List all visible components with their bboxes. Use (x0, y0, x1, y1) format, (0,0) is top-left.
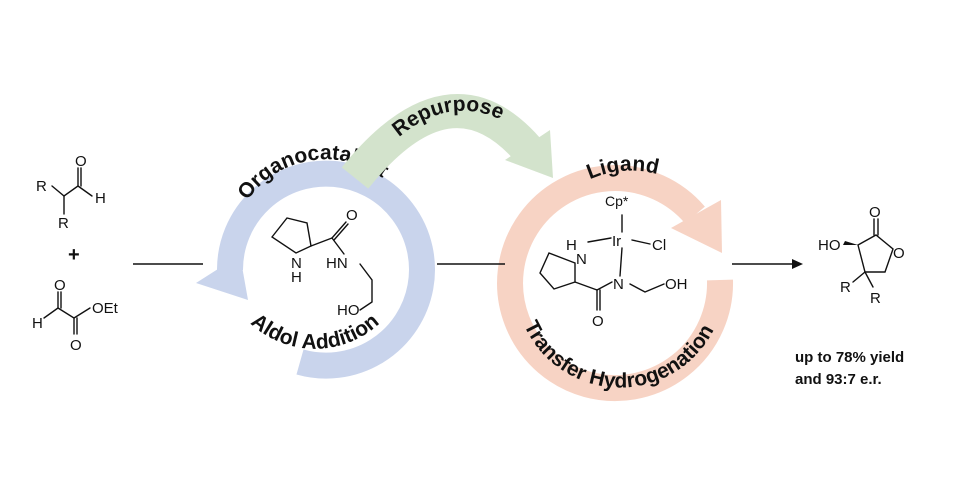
product-r2-atom: R (870, 290, 881, 307)
product-arrowhead (792, 259, 803, 269)
glyoxylate-o1-atom: O (54, 277, 66, 294)
green-arrowhead (505, 130, 553, 178)
orange-cycle-arrowhead (671, 200, 722, 253)
yield-line-1: up to 78% yield (795, 349, 904, 366)
glyoxylate-h-atom: H (32, 315, 43, 332)
product-ring-o-atom: O (893, 245, 905, 262)
amide-hn-atom: HN (326, 255, 348, 272)
blue-cycle-ring (216, 160, 435, 379)
yield-line-2: and 93:7 e.r. (795, 371, 882, 388)
blue-cycle-arrowhead (196, 255, 248, 300)
product-hydroxyl-atom: HO (818, 237, 841, 254)
aldehyde-r1-atom: R (36, 178, 47, 195)
iridium-atom: Ir (612, 233, 621, 250)
prolinamide-structure: N H O HN HO (270, 207, 373, 319)
amine-n-atom: N (576, 251, 587, 268)
glyoxylate-reactant: O H O OEt (32, 277, 119, 354)
aldehyde-h-atom: H (95, 190, 106, 207)
transfer-hydrogenation-label: Transfer Hydrogenation (519, 317, 718, 393)
hydroxyl-atom: HO (337, 302, 360, 319)
orange-cycle-ring (497, 165, 734, 402)
lactone-product: O O HO R R (818, 204, 905, 307)
green-arrow-band (341, 94, 541, 189)
hydroxyl-oh-atom: OH (665, 276, 688, 293)
product-r1-atom: R (840, 279, 851, 296)
amide-o-atom: O (346, 207, 358, 224)
glyoxylate-o2-atom: O (70, 337, 82, 354)
cp-star-ligand: Cp* (605, 193, 629, 209)
repurpose-arrow: Repurpose (341, 93, 553, 189)
organocatalyst-cycle: Organocatalyst Aldol Addition N H O HN H… (196, 141, 435, 379)
ligand-cycle: Ligand Transfer Hydrogenation Cp* Ir Cl … (497, 152, 734, 402)
plus-sign: + (68, 244, 80, 266)
proline-h-atom: H (291, 269, 302, 286)
amide-n-atom: N (613, 276, 624, 293)
proline-n-atom: N (291, 255, 302, 272)
iridium-complex-structure: Cp* Ir Cl H N N O OH (539, 193, 688, 330)
aldehyde-reactant: R R O H (36, 153, 106, 232)
chloride-atom: Cl (652, 237, 666, 254)
product-carbonyl-o-atom: O (869, 204, 881, 221)
amine-h-atom: H (566, 237, 577, 254)
carbonyl-o-atom: O (592, 313, 604, 330)
ester-oet-atom: OEt (92, 300, 119, 317)
aldehyde-o-atom: O (75, 153, 87, 170)
aldehyde-r2-atom: R (58, 215, 69, 232)
